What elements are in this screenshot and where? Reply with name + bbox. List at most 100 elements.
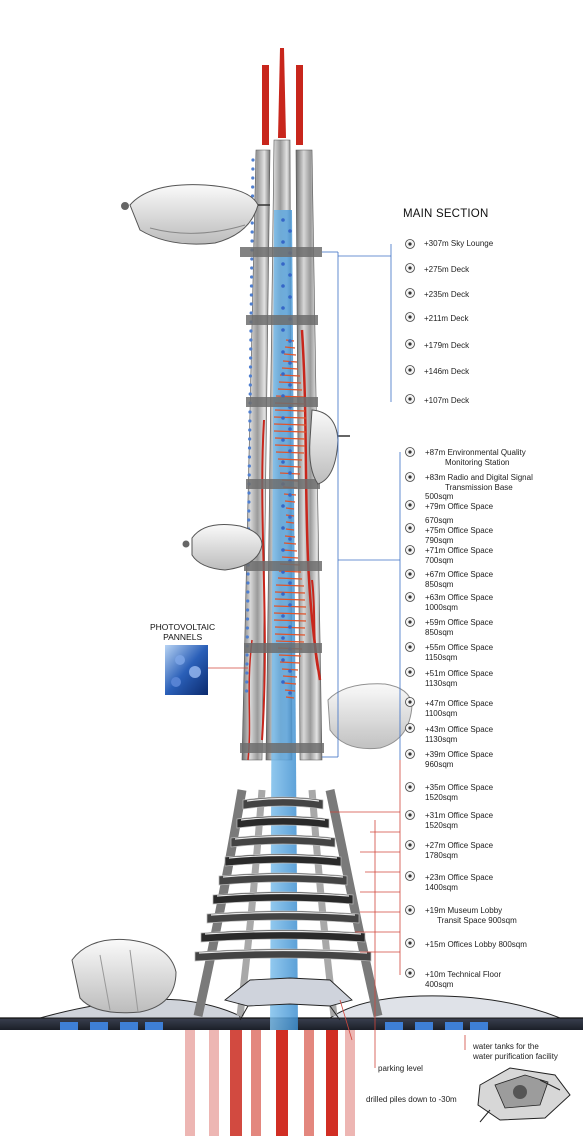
spiral-dot xyxy=(245,653,249,657)
ground-pod xyxy=(71,938,177,1014)
red-rib xyxy=(278,465,302,468)
spiral-dot xyxy=(247,518,251,522)
red-rib xyxy=(285,507,295,510)
red-rib xyxy=(278,381,302,384)
red-rib xyxy=(284,689,296,692)
level-marker-icon xyxy=(405,723,415,733)
office-floor-slab xyxy=(218,872,348,886)
water-tanks-label-line-1: water tanks for the xyxy=(473,1042,539,1051)
red-rib xyxy=(274,591,306,594)
red-rib xyxy=(283,353,297,356)
spiral-dot xyxy=(248,383,252,387)
spiral-dot xyxy=(288,625,292,629)
level-icons xyxy=(405,239,415,978)
red-rib xyxy=(274,598,306,601)
level-marker-icon xyxy=(405,394,415,404)
spiral-dot xyxy=(249,338,253,342)
level-line-1: +59m Office Space xyxy=(425,618,494,627)
spiral-dot xyxy=(247,500,251,504)
level-line-2: 850sqm xyxy=(425,580,454,589)
level-line-2: 1520sqm xyxy=(425,821,458,830)
level-line-2: 960sqm xyxy=(425,760,454,769)
spiral-dot xyxy=(251,185,255,189)
level-marker-icon xyxy=(405,938,415,948)
sky-pod-top xyxy=(121,184,270,245)
office-floor-slab xyxy=(224,853,342,867)
office-floor-slab xyxy=(230,834,336,848)
page-title: MAIN SECTION xyxy=(403,208,489,220)
spiral-dot xyxy=(246,590,250,594)
level-marker-icon xyxy=(405,312,415,322)
level-marker-icon xyxy=(405,968,415,978)
red-rib xyxy=(277,577,303,580)
red-rib xyxy=(274,437,306,440)
level-line-1: +15m Offices Lobby 800sqm xyxy=(425,940,527,949)
spiral-dot xyxy=(247,509,251,513)
spiral-dot xyxy=(281,240,285,244)
spiral-dot xyxy=(281,548,285,552)
spiral-dot xyxy=(249,284,254,288)
spiral-dot xyxy=(249,347,253,351)
spiral-dot xyxy=(281,504,285,508)
level-line-1: +19m Museum Lobby xyxy=(425,906,503,915)
level-line-1: +67m Office Space xyxy=(425,570,494,579)
level-marker-icon xyxy=(405,339,415,349)
level-line-1: +51m Office Space xyxy=(425,669,494,678)
floor-band xyxy=(246,397,318,407)
upper-level-label: +211m Deck xyxy=(424,314,469,323)
level-line-2: 1400sqm xyxy=(425,883,458,892)
office-floor-slab xyxy=(242,796,324,810)
upper-level-label: +179m Deck xyxy=(424,341,470,350)
spiral-dot xyxy=(251,158,255,162)
red-rib xyxy=(283,542,297,545)
spiral-dot xyxy=(281,394,285,398)
spiral-dot xyxy=(288,449,292,453)
red-rib xyxy=(277,458,303,461)
spiral-dot xyxy=(249,293,253,297)
level-line-2: Transmission Base xyxy=(445,483,513,492)
spiral-dot xyxy=(288,383,292,387)
spiral-dot xyxy=(288,427,292,431)
level-marker-icon xyxy=(405,545,415,555)
office-floor-slab xyxy=(212,891,354,905)
level-line-1: +31m Office Space xyxy=(425,811,494,820)
spiral-dot xyxy=(246,572,250,576)
red-rib xyxy=(279,661,301,664)
level-line-1: +55m Office Space xyxy=(425,643,494,652)
spiral-dot xyxy=(288,229,292,233)
photovoltaic-label: PHOTOVOLTAIC PANNELS xyxy=(150,622,215,642)
level-marker-icon xyxy=(405,840,415,850)
office-floor-slab xyxy=(194,948,372,962)
spiral-dot xyxy=(250,257,254,261)
spiral-dot xyxy=(251,167,255,171)
level-line-2: Transit Space 900sqm xyxy=(437,916,517,925)
spiral-dot xyxy=(247,491,251,495)
red-rib xyxy=(275,584,305,587)
upper-level-label: +146m Deck xyxy=(424,367,470,376)
spiral-dot xyxy=(281,460,285,464)
office-floor-slab xyxy=(206,910,360,924)
spiral-dot xyxy=(288,537,292,541)
spiral-dot xyxy=(248,374,253,378)
spiral-dot xyxy=(249,311,253,315)
spiral-dot xyxy=(281,526,285,530)
spiral-dot xyxy=(246,599,250,603)
lower-level-label: 500sqm+79m Office Space xyxy=(425,492,493,512)
level-line-1: +43m Office Space xyxy=(425,725,494,734)
spiral-dot xyxy=(247,455,252,459)
spiral-dot xyxy=(288,295,292,299)
spiral-dot xyxy=(288,273,292,277)
spiral-dot xyxy=(245,626,249,630)
spiral-dot xyxy=(250,230,254,234)
spiral-dot xyxy=(249,329,253,333)
spiral-dot xyxy=(249,302,253,306)
spiral-dot xyxy=(288,603,292,607)
spiral-dot xyxy=(249,275,254,279)
drilled-piles-label: drilled piles down to -30m xyxy=(366,1095,457,1104)
